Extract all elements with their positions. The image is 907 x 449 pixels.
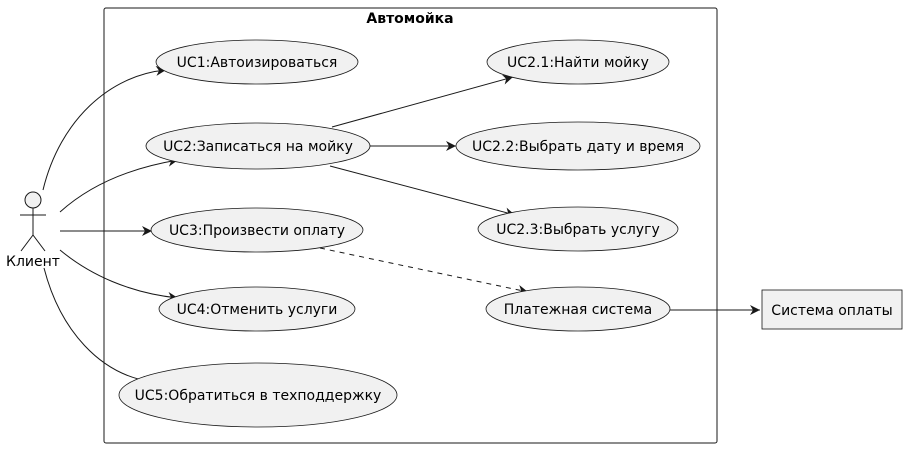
- actor-head-icon: [24, 191, 42, 209]
- system-title: Автомойка: [366, 11, 453, 27]
- uc5-label: UC5:Обратиться в техподдержку: [135, 388, 382, 404]
- uc4-label: UC4:Отменить услуги: [177, 302, 338, 318]
- system-boundary: [103, 7, 718, 444]
- edge-uc3-payment: [319, 247, 529, 295]
- uc3-label: UC3:Произвести оплату: [169, 223, 345, 239]
- uc22-label: UC2.2:Выбрать дату и время: [472, 139, 684, 155]
- edge-actor-uc4: [59, 249, 179, 302]
- actor-label: Клиент: [6, 254, 60, 270]
- use-case-uc3: UC3:Произвести оплату: [150, 207, 364, 253]
- uc2-label: UC2:Записаться на мойку: [163, 139, 353, 155]
- payment-label: Платежная система: [504, 302, 652, 318]
- edge-uc2-uc21: [331, 74, 514, 128]
- actor-client: Клиент: [6, 191, 60, 270]
- use-case-uc23: UC2.3:Выбрать услугу: [477, 206, 679, 252]
- uc21-label: UC2.1:Найти мойку: [507, 55, 649, 71]
- uc1-label: UC1:Автоизироваться: [177, 55, 338, 71]
- external-label: Система оплаты: [771, 303, 892, 319]
- use-case-uc22: UC2.2:Выбрать дату и время: [455, 121, 701, 171]
- use-case-uc2: UC2:Записаться на мойку: [145, 122, 371, 170]
- edge-uc2-uc23: [329, 165, 516, 218]
- edge-actor-uc2: [59, 156, 179, 213]
- edge-actor-uc5: [43, 267, 154, 386]
- use-case-uc4: UC4:Отменить услуги: [158, 286, 356, 332]
- use-case-uc1: UC1:Автоизироваться: [155, 39, 359, 85]
- use-case-payment-system: Платежная система: [485, 286, 671, 332]
- external-payment-system: Система оплаты: [761, 289, 903, 330]
- uc23-label: UC2.3:Выбрать услугу: [496, 222, 659, 238]
- use-case-uc5: UC5:Обратиться в техподдержку: [118, 362, 398, 428]
- edge-actor-uc1: [42, 65, 167, 191]
- use-case-uc21: UC2.1:Найти мойку: [486, 39, 670, 85]
